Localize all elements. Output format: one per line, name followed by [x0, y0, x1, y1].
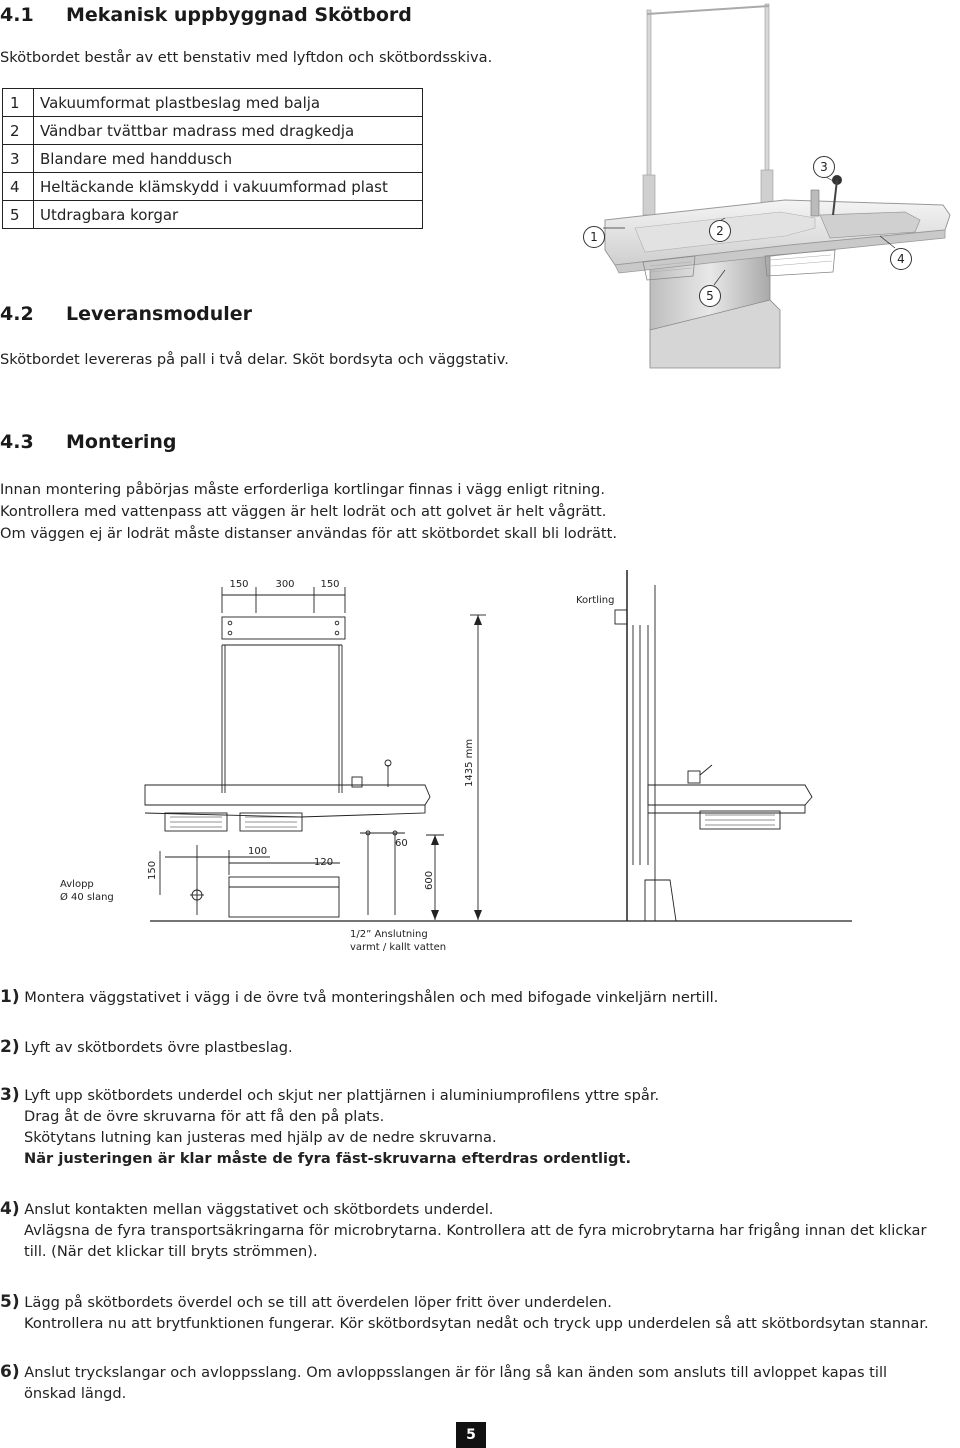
section-heading-4-1: 4.1 Mekanisk uppbyggnad Skötbord	[0, 4, 412, 26]
label-avlopp-hose: Ø 40 slang	[60, 891, 114, 903]
section-title: Mekanisk uppbyggnad Skötbord	[66, 4, 412, 26]
section-heading-4-2: 4.2 Leveransmoduler	[0, 303, 252, 325]
step-3: 3) Lyft upp skötbordets underdel och skj…	[0, 1085, 960, 1169]
step-text: Kontrollera nu att brytfunktionen funger…	[24, 1315, 929, 1332]
section-title: Montering	[66, 431, 177, 453]
dim-60: 60	[395, 838, 408, 849]
technical-drawing: 150 300 150 Kortling 1435 mm 100 120 60 …	[60, 570, 852, 953]
callout-5: 5	[699, 285, 721, 307]
part-number: 5	[2, 200, 34, 229]
part-name: Heltäckande klämskydd i vakuumformad pla…	[33, 172, 423, 201]
step-text: Lyft av skötbordets övre plastbeslag.	[24, 1039, 293, 1056]
step-6: 6) Anslut tryckslangar och avloppsslang.…	[0, 1362, 960, 1404]
section-number: 4.1	[0, 4, 34, 26]
callout-1: 1	[583, 226, 605, 248]
mounting-line: Kontrollera med vattenpass att väggen är…	[0, 503, 607, 520]
label-connection: 1/2” Anslutning	[350, 929, 428, 940]
changing-table-illustration	[603, 3, 951, 369]
step-number: 5)	[0, 1292, 20, 1312]
section-number: 4.2	[0, 303, 34, 325]
step-5: 5) Lägg på skötbordets överdel och se ti…	[0, 1292, 960, 1334]
step-2: 2) Lyft av skötbordets övre plastbeslag.	[0, 1037, 960, 1058]
step-text: önskad längd.	[24, 1385, 127, 1402]
step-text: Lägg på skötbordets överdel och se till …	[24, 1294, 612, 1311]
step-warning: När justeringen är klar måste de fyra fä…	[24, 1150, 632, 1167]
step-text: Anslut kontakten mellan väggstativet och…	[24, 1201, 494, 1218]
dim-150-right: 150	[320, 579, 339, 590]
dim-300: 300	[275, 579, 294, 590]
part-name: Blandare med handdusch	[33, 144, 423, 173]
step-number: 4)	[0, 1199, 20, 1219]
label-avlopp: Avlopp	[60, 879, 94, 890]
step-4: 4) Anslut kontakten mellan väggstativet …	[0, 1199, 960, 1262]
section-title: Leveransmoduler	[66, 303, 253, 325]
part-number: 4	[2, 172, 34, 201]
callout-3: 3	[813, 156, 835, 178]
step-number: 2)	[0, 1037, 20, 1057]
label-kortling: Kortling	[576, 595, 614, 606]
step-text: Drag åt de övre skruvarna för att få den…	[24, 1108, 385, 1125]
dim-100: 100	[248, 846, 267, 857]
intro-text: Skötbordet består av ett benstativ med l…	[0, 49, 493, 66]
dim-600: 600	[424, 871, 435, 890]
dim-120: 120	[314, 857, 333, 868]
part-name: Vakuumformat plastbeslag med balja	[33, 88, 423, 117]
dim-1435: 1435 mm	[464, 739, 475, 787]
part-name: Vändbar tvättbar madrass med dragkedja	[33, 116, 423, 145]
callout-2: 2	[709, 220, 731, 242]
step-text: Anslut tryckslangar och avloppsslang. Om…	[24, 1364, 888, 1381]
callout-4: 4	[890, 248, 912, 270]
step-text: Montera väggstativet i vägg i de övre tv…	[24, 989, 719, 1006]
step-number: 3)	[0, 1085, 20, 1105]
step-1: 1) Montera väggstativet i vägg i de övre…	[0, 987, 960, 1008]
step-text: Lyft upp skötbordets underdel och skjut …	[24, 1087, 660, 1104]
step-text: Skötytans lutning kan justeras med hjälp…	[24, 1129, 497, 1146]
section-heading-4-3: 4.3 Montering	[0, 431, 176, 453]
mounting-line: Om väggen ej är lodrät måste distanser a…	[0, 525, 617, 542]
section-number: 4.3	[0, 431, 34, 453]
mounting-line: Innan montering påbörjas måste erforderl…	[0, 481, 605, 498]
part-name: Utdragbara korgar	[33, 200, 423, 229]
part-number: 3	[2, 144, 34, 173]
page-number: 5	[456, 1422, 486, 1448]
step-number: 6)	[0, 1362, 20, 1382]
step-text: Avlägsna de fyra transportsäkringarna fö…	[24, 1222, 927, 1239]
step-text: till. (När det klickar till bryts strömm…	[24, 1243, 318, 1260]
part-number: 2	[2, 116, 34, 145]
step-number: 1)	[0, 987, 20, 1007]
delivery-text: Skötbordet levereras på pall i två delar…	[0, 351, 509, 368]
part-number: 1	[2, 88, 34, 117]
dim-150-vertical: 150	[147, 861, 158, 880]
dim-150-left: 150	[229, 579, 248, 590]
label-hot-cold-water: varmt / kallt vatten	[350, 942, 446, 953]
